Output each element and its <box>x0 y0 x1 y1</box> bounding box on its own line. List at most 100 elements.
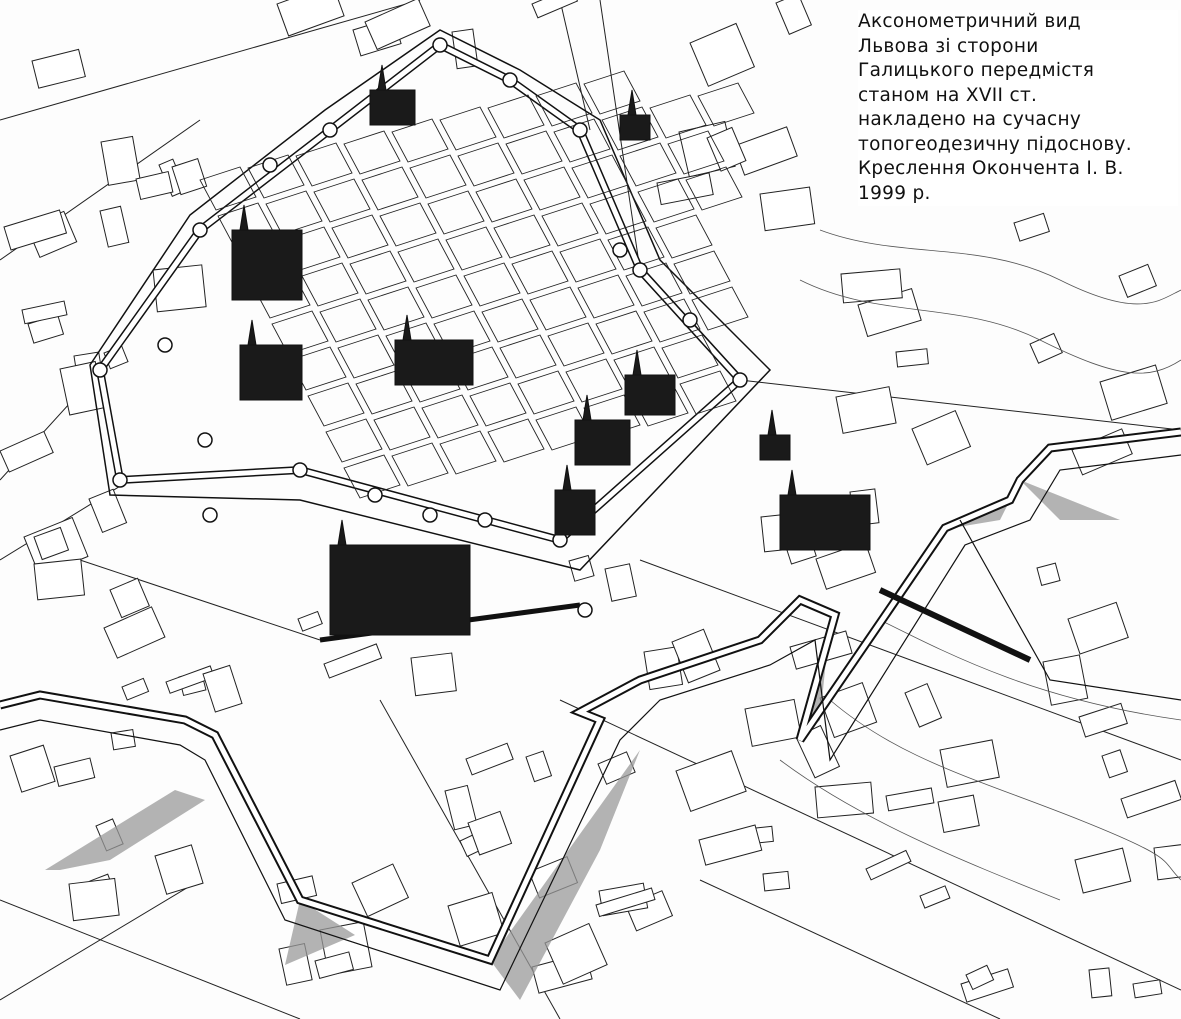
town-block <box>265 190 323 235</box>
tower <box>577 602 593 618</box>
town-block <box>355 370 413 415</box>
building-outline <box>33 558 86 601</box>
building-outline <box>323 643 383 679</box>
town-block <box>505 130 563 175</box>
building-outline <box>68 877 120 922</box>
town-block <box>547 322 605 367</box>
building-outline <box>895 348 929 368</box>
building-outline <box>103 606 166 659</box>
tower <box>432 37 448 53</box>
town-block <box>607 226 665 271</box>
town-block <box>643 298 701 343</box>
building-outline <box>525 750 553 783</box>
building-outline <box>202 664 243 713</box>
building-outline <box>815 541 877 590</box>
building-outline <box>1099 364 1168 421</box>
town-block <box>529 286 587 331</box>
building-outline <box>840 268 903 304</box>
tower <box>612 242 628 258</box>
town-block <box>673 250 731 295</box>
town-block <box>487 94 545 139</box>
church-building <box>624 374 676 416</box>
building-outline <box>171 158 208 196</box>
building-outline <box>595 887 656 918</box>
church-spire <box>239 204 249 231</box>
town-block <box>625 262 683 307</box>
building-outline <box>3 209 68 251</box>
building-outline <box>885 787 935 812</box>
building-outline <box>109 577 150 619</box>
building-outline <box>1120 779 1181 819</box>
town-block <box>523 166 581 211</box>
building-outline <box>744 698 802 747</box>
building-outline <box>154 844 204 895</box>
tower <box>202 507 218 523</box>
town-block <box>373 406 431 451</box>
church-spire <box>627 89 637 116</box>
building-outline <box>1067 601 1129 655</box>
building-outline <box>447 891 505 947</box>
town-block <box>409 154 467 199</box>
building-outline <box>937 794 980 834</box>
building-outline <box>33 526 70 561</box>
town-block <box>361 166 419 211</box>
church-spire <box>632 349 642 376</box>
town-block <box>655 214 713 259</box>
building-outline <box>762 870 791 892</box>
caption-line: накладено на сучасну <box>858 109 1082 130</box>
building-outline <box>911 409 972 466</box>
town-block <box>391 118 449 163</box>
church-building <box>239 344 303 401</box>
church-spire <box>582 394 592 421</box>
building-outline <box>919 885 951 909</box>
tower <box>322 122 338 138</box>
town-block <box>541 202 599 247</box>
town-block <box>379 202 437 247</box>
building-outline <box>31 48 86 89</box>
tower <box>92 362 108 378</box>
town-block <box>595 310 653 355</box>
map-caption: Аксонометричний вид Львова зі сторони Га… <box>858 10 1178 206</box>
tower <box>367 487 383 503</box>
building-outline <box>965 964 995 991</box>
town-block <box>583 70 641 115</box>
building-outline <box>733 126 798 176</box>
street-line <box>0 0 421 121</box>
building-outline <box>656 172 714 206</box>
town-block <box>487 418 545 463</box>
tower <box>632 262 648 278</box>
town-block <box>307 382 365 427</box>
building-outline <box>9 744 56 793</box>
church-building <box>231 229 303 301</box>
town-block <box>331 214 389 259</box>
town-block <box>199 166 257 211</box>
building-outline <box>410 652 457 697</box>
town-block <box>691 286 749 331</box>
tower <box>502 72 518 88</box>
building-outline <box>775 0 813 35</box>
town-block <box>475 178 533 223</box>
outer-bastion-line <box>0 427 1181 991</box>
town-block <box>511 250 569 295</box>
building-outline <box>314 951 355 979</box>
building-outline <box>1101 749 1129 779</box>
building-outline <box>1029 332 1063 364</box>
caption-line: топогеодезичну підоснову. <box>858 133 1132 155</box>
tower <box>157 337 173 353</box>
building-outline <box>814 781 875 819</box>
town-block <box>637 178 695 223</box>
building-outline <box>759 186 816 232</box>
building-outline <box>1013 212 1050 242</box>
tower <box>292 462 308 478</box>
town-block <box>319 298 377 343</box>
town-block <box>499 334 557 379</box>
building-outline <box>1074 847 1132 894</box>
town-block <box>559 238 617 283</box>
town-block <box>295 142 353 187</box>
tower <box>422 507 438 523</box>
tower <box>732 372 748 388</box>
street-line <box>559 0 591 131</box>
building-outline <box>121 677 150 701</box>
